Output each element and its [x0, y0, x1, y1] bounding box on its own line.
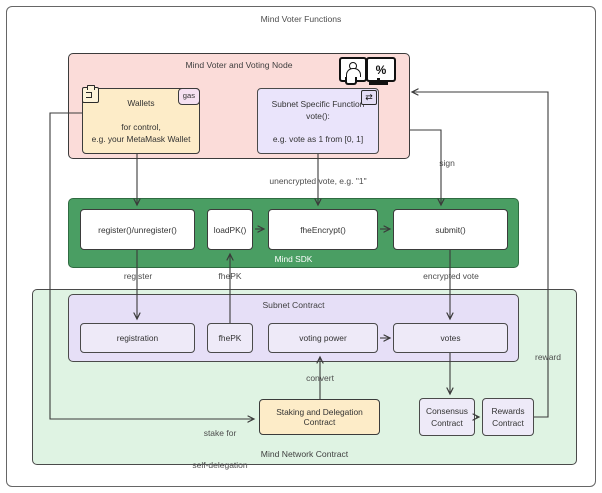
node-fhepk[interactable]: fhePK — [207, 323, 253, 353]
container-title-voter-node: Mind Voter and Voting Node — [185, 60, 293, 70]
node-registration[interactable]: registration — [80, 323, 195, 353]
node-rewards-contract[interactable]: Rewards Contract — [482, 398, 534, 436]
node-submit[interactable]: submit() — [393, 209, 508, 250]
subnet-fn-line3: e.g. vote as 1 from [0, 1] — [272, 133, 364, 144]
stake-line1: stake for — [203, 428, 237, 438]
node-consensus-contract[interactable]: Consensus Contract — [419, 398, 475, 436]
node-votes[interactable]: votes — [393, 323, 508, 353]
subnet-fn-line2: vote(): — [306, 110, 330, 121]
gas-tag: gas — [177, 88, 200, 105]
edge-label-convert: convert — [306, 373, 334, 383]
container-title-mind-sdk: Mind SDK — [274, 254, 313, 264]
node-wallets[interactable]: gas Wallets for control, e.g. your MetaM… — [82, 85, 200, 154]
edge-label-stake-for-self-delegation: stake for self-delegation — [185, 407, 255, 491]
container-title-mind-network-contract: Mind Network Contract — [260, 449, 349, 459]
wallets-line2: e.g. your MetaMask Wallet — [91, 134, 191, 144]
edge-label-unencrypted-vote: unencrypted vote, e.g. "1" — [269, 176, 367, 186]
rewards-line2: Contract — [492, 418, 524, 428]
consensus-line2: Contract — [431, 418, 463, 428]
node-voting-power[interactable]: voting power — [268, 323, 378, 353]
actor-speech-tail — [345, 77, 357, 85]
edge-label-reward: reward — [535, 352, 561, 362]
node-loadpk[interactable]: loadPK() — [207, 209, 253, 250]
rewards-line1: Rewards — [491, 406, 525, 416]
screen-base — [369, 82, 388, 85]
node-fheencrypt[interactable]: fheEncrypt() — [268, 209, 378, 250]
edge-label-register: register — [123, 271, 153, 281]
edge-label-fhepk: fhePK — [218, 271, 242, 281]
edge-label-sign: sign — [439, 158, 455, 168]
node-staking-and-delegation-contract[interactable]: Staking and Delegation Contract — [259, 399, 380, 435]
node-subnet-specific-function[interactable]: ⇄ Subnet Specific Function vote(): e.g. … — [257, 88, 379, 154]
percent-screen-icon: % — [366, 57, 396, 82]
stake-line2: self-delegation — [192, 459, 248, 470]
node-register-unregister[interactable]: register()/unregister() — [80, 209, 195, 250]
subnet-fn-line1: Subnet Specific Function — [271, 98, 365, 109]
container-title-subnet-contract: Subnet Contract — [262, 300, 325, 310]
consensus-line1: Consensus — [426, 406, 468, 416]
outer-title: Mind Voter Functions — [260, 14, 342, 24]
wallets-title: Wallets — [127, 98, 155, 108]
swap-arrows-icon: ⇄ — [361, 90, 377, 105]
screen-stand — [377, 78, 380, 83]
clipboard-icon — [82, 85, 99, 103]
wallets-line1: for control, — [121, 122, 161, 132]
actor-body — [345, 68, 361, 77]
edge-label-encrypted-vote: encrypted vote — [423, 271, 479, 281]
